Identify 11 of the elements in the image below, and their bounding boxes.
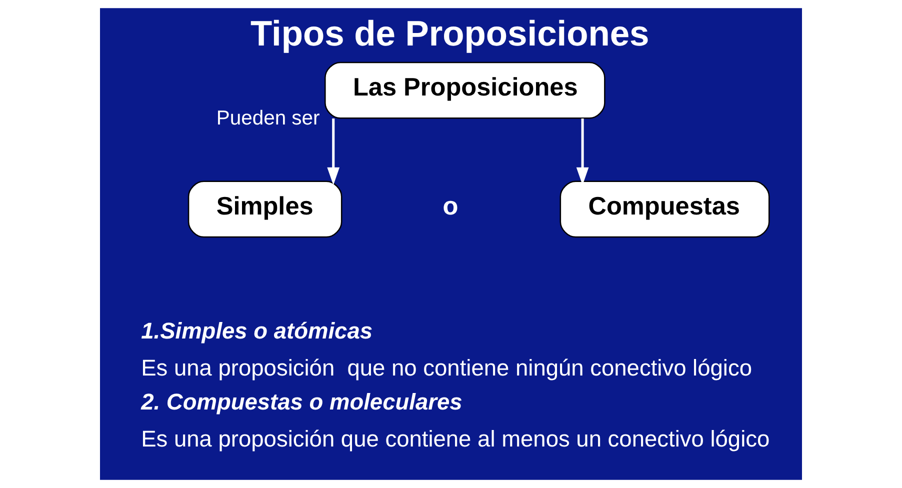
label: 1.Simples o atómicas — [141, 318, 372, 344]
node-box: Compuestas — [560, 180, 770, 238]
label: Es una proposición que no contiene ningún conectivo lógico — [141, 354, 752, 380]
label: 2. Compuestas o moleculares — [141, 388, 462, 415]
diagram-title: Tipos de Proposiciones — [250, 13, 650, 54]
arrow — [327, 118, 340, 186]
label: o — [442, 192, 458, 220]
node-box: Simples — [188, 180, 342, 238]
node-box: Las Proposiciones — [324, 62, 606, 119]
edge-label: Pueden ser — [216, 107, 320, 130]
label: Es una proposición que contiene al menos un conectivo lógico — [141, 425, 770, 452]
